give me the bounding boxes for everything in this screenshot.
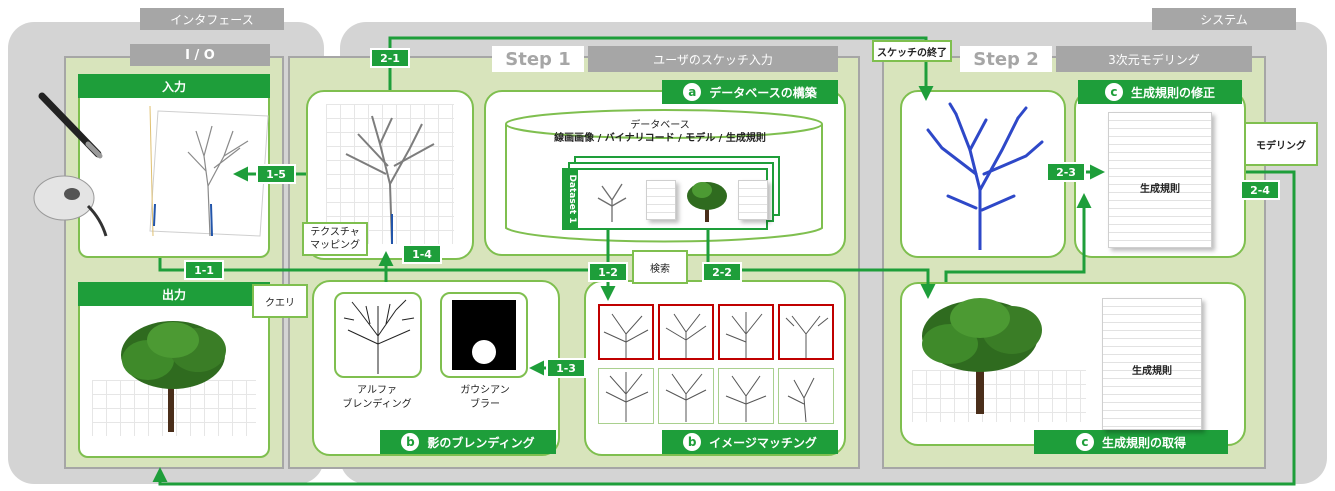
section-b1-letter: b [401, 433, 420, 451]
dataset-label-bar [562, 168, 578, 230]
section-c1-title: c 生成規則の修正 [1078, 80, 1242, 104]
interface-header: インタフェース [140, 8, 284, 30]
tag-1-2: 1-2 [588, 262, 628, 282]
sketch-grid [326, 104, 454, 244]
database-title: データベース [630, 120, 690, 131]
section-b2-title: b イメージマッチング [662, 430, 838, 454]
dataset-sketch-thumb [597, 183, 627, 222]
arrow-2-1 [388, 36, 934, 101]
arrow-2-4 [152, 170, 1296, 486]
input-illustration [33, 92, 269, 237]
io-header: I / O [130, 44, 270, 66]
section-b1-label: 影のブレンディング [427, 435, 535, 450]
model-tree [922, 298, 1042, 414]
arrow-fetch-up [944, 193, 1092, 282]
section-a-letter: a [683, 83, 702, 101]
section-a-title: a データベースの構築 [662, 80, 838, 104]
mouse-icon [33, 175, 108, 237]
modeling-label: モデリング [1244, 122, 1318, 166]
dataset-binary-doc [646, 180, 676, 220]
match-thumbnails [603, 312, 829, 423]
rule-doc-2-label: 生成規則 [1132, 366, 1172, 377]
step2-label: Step 2 [960, 46, 1052, 72]
texture-mapping-label: テクスチャ マッピング [302, 222, 368, 256]
section-c1-letter: c [1104, 83, 1123, 101]
tag-2-3: 2-3 [1046, 162, 1086, 182]
section-c2-title: c 生成規則の取得 [1034, 430, 1228, 454]
sketch-tree-drawing [345, 115, 435, 244]
output-title: 出力 [78, 282, 270, 306]
tag-1-1: 1-1 [184, 260, 224, 280]
step1-label: Step 1 [492, 46, 584, 72]
pen-icon [38, 92, 103, 159]
tag-2-2: 2-2 [702, 262, 742, 282]
sketch-tree [187, 125, 249, 237]
section-c2-letter: c [1075, 433, 1094, 451]
tag-1-4: 1-4 [402, 244, 442, 264]
tag-1-5: 1-5 [256, 164, 296, 184]
final-sketch-tree [926, 102, 1044, 250]
system-header: システム [1152, 8, 1296, 30]
alpha-blend-tree [343, 299, 415, 374]
section-b1-title: b 影のブレンディング [380, 430, 556, 454]
arrow-1-1 [158, 258, 608, 272]
tag-2-1: 2-1 [370, 48, 410, 68]
tag-2-4: 2-4 [1240, 180, 1280, 200]
rule-doc-1-label: 生成規則 [1140, 184, 1180, 195]
dataset-rule-doc [738, 180, 768, 220]
output-tree [121, 321, 226, 432]
section-c2-label: 生成規則の取得 [1101, 435, 1186, 450]
match-candidate-4 [778, 368, 834, 424]
step2-title: 3次元モデリング [1056, 46, 1252, 72]
gaussian-blur-label: ガウシアン ブラー [460, 385, 510, 410]
section-c1-label: 生成規則の修正 [1130, 85, 1215, 100]
section-b2-letter: b [683, 433, 702, 451]
database-subtitle: 線画画像 / バイナリコード / モデル / 生成規則 [554, 133, 766, 144]
dataset-model-thumb [687, 182, 727, 222]
model-ground-grid [912, 370, 1086, 422]
rule-doc-2 [1102, 298, 1202, 430]
query-label: クエリ [252, 284, 308, 318]
step1-title: ユーザのスケッチ入力 [588, 46, 838, 72]
rule-doc-1 [1108, 112, 1212, 248]
section-a-label: データベースの構築 [709, 85, 817, 100]
sketch-paper [149, 110, 269, 237]
arrow-2-2 [706, 228, 936, 299]
alpha-blending-label: アルファ ブレンディング [342, 385, 412, 410]
input-title: 入力 [78, 74, 270, 98]
search-label: 検索 [632, 250, 688, 284]
sketch-end-label: スケッチの終了 [872, 40, 952, 62]
tag-1-3: 1-3 [546, 358, 586, 378]
gaussian-blur-dot [472, 340, 496, 364]
section-b2-label: イメージマッチング [709, 435, 817, 450]
